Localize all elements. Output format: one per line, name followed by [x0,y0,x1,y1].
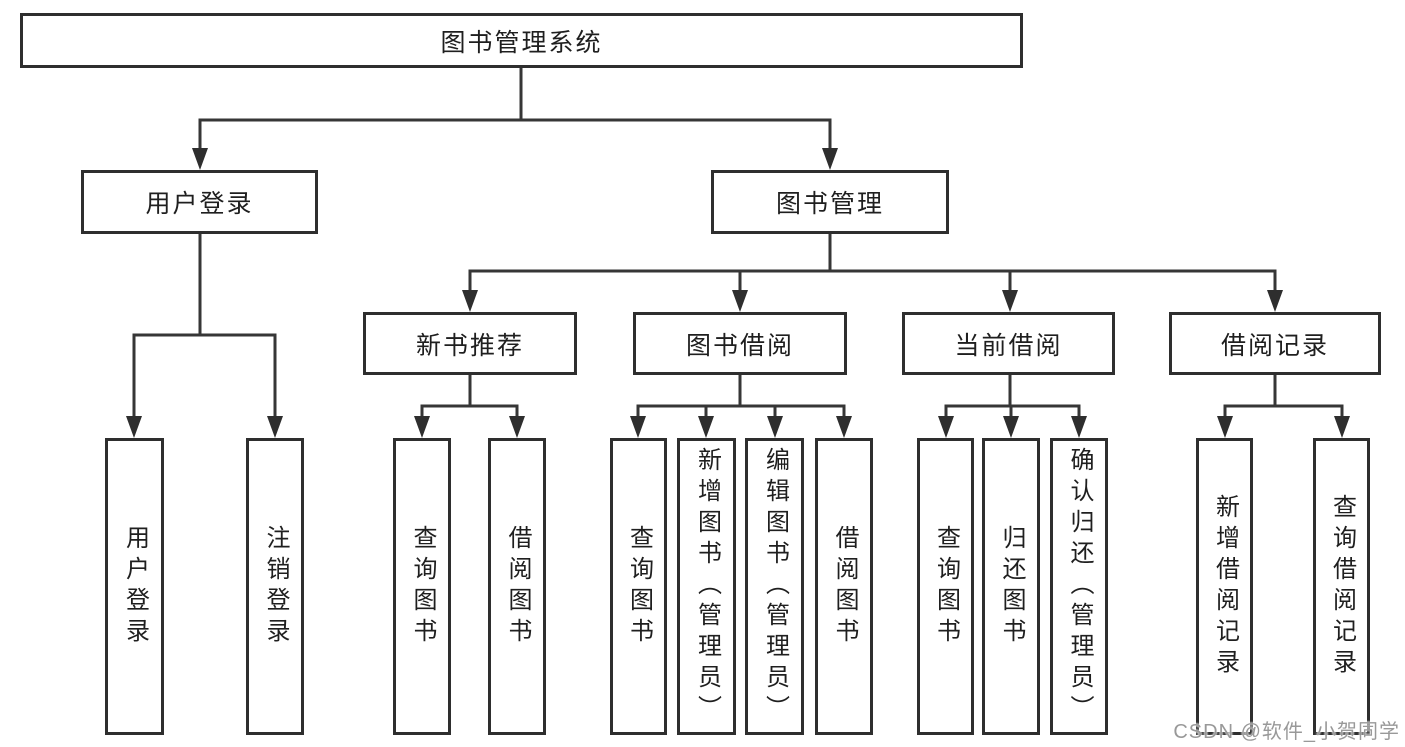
arrowheads [126,148,1350,438]
leaf-return-books-label: 归还图书 [998,524,1025,649]
leaf-add-borrow-record-label: 新增借阅记录 [1211,493,1239,680]
node-current-borrowing: 当前借阅 [902,312,1115,375]
leaf-logout: 注销登录 [246,438,304,735]
watermark: CSDN @软件_小贺同学 [1173,721,1400,743]
node-book-management: 图书管理 [711,170,949,234]
node-new-book-recommendation: 新书推荐 [363,312,577,375]
leaf-borrow-books-recommend-label: 借阅图书 [504,524,531,649]
leaf-logout-label: 注销登录 [262,524,289,649]
node-user-login: 用户登录 [81,170,318,234]
leaf-query-books-borrowing-label: 查询图书 [625,524,653,649]
leaf-user-login-label: 用户登录 [121,524,149,649]
leaf-user-login: 用户登录 [105,438,164,735]
leaf-query-books-current-label: 查询图书 [932,524,960,649]
leaf-query-books-borrowing: 查询图书 [610,438,667,735]
leaf-query-borrow-record-label: 查询借阅记录 [1328,493,1356,680]
leaf-add-books-admin: 新增图书（管理员） [677,438,736,735]
leaf-confirm-return-admin: 确认归还（管理员） [1050,438,1108,735]
connector-segments [132,68,1344,418]
leaf-query-books-recommend-label: 查询图书 [409,524,436,649]
leaf-edit-books-admin-label: 编辑图书（管理员） [761,447,789,726]
leaf-add-borrow-record: 新增借阅记录 [1196,438,1253,735]
node-borrowing-records: 借阅记录 [1169,312,1381,375]
leaf-edit-books-admin: 编辑图书（管理员） [745,438,804,735]
node-library-system: 图书管理系统 [20,13,1023,68]
leaf-borrow-books-recommend: 借阅图书 [488,438,546,735]
leaf-query-books-current: 查询图书 [917,438,974,735]
leaf-return-books: 归还图书 [982,438,1040,735]
node-book-borrowing: 图书借阅 [633,312,847,375]
leaf-add-books-admin-label: 新增图书（管理员） [693,447,721,726]
leaf-query-books-recommend: 查询图书 [393,438,451,735]
leaf-borrow-books-borrowing: 借阅图书 [815,438,873,735]
leaf-confirm-return-admin-label: 确认归还（管理员） [1066,447,1093,726]
leaf-borrow-books-borrowing-label: 借阅图书 [831,524,858,649]
leaf-query-borrow-record: 查询借阅记录 [1313,438,1370,735]
